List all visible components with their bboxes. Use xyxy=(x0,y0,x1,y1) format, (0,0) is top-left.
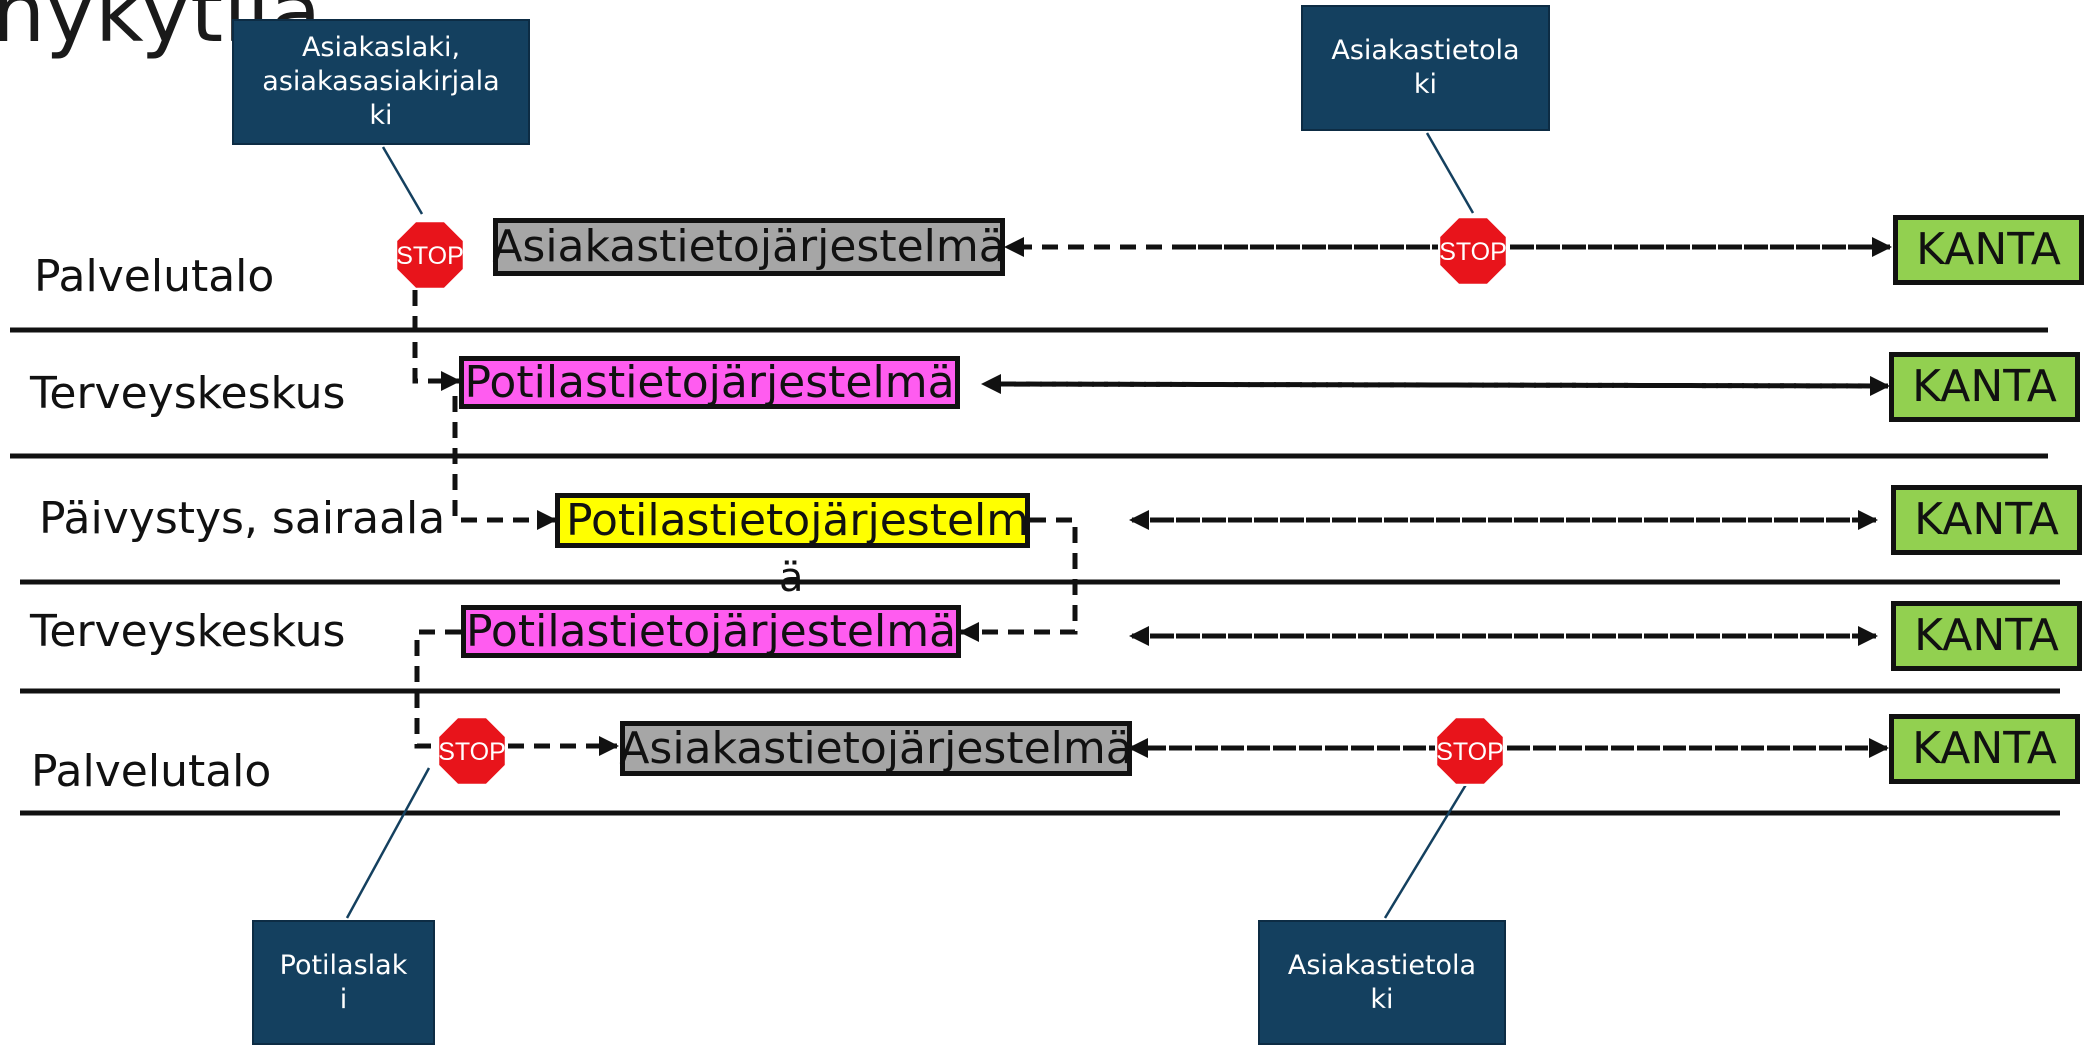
asiakastietojarjestelma-box: Asiakastietojärjestelmä xyxy=(619,721,1133,776)
lane-label-palvelutalo: Palvelutalo xyxy=(34,251,275,302)
callout-line xyxy=(1383,777,1472,919)
svg-text:STOP: STOP xyxy=(438,738,506,766)
law-note-asiakastietolaki: Asiakastietola ki xyxy=(1301,5,1550,131)
kanta-box: KANTA xyxy=(1891,601,2082,671)
potilastietojarjestelma-box: Potilastietojärjestelm xyxy=(555,493,1030,548)
lane-label-terveyskeskus: Terveyskeskus xyxy=(30,368,346,419)
kanta-box: KANTA xyxy=(1891,485,2082,555)
law-note-asiakaslaki: Asiakaslaki, asiakasasiakirjala ki xyxy=(232,19,530,145)
lane-label-sairaala: Päivystys, sairaala xyxy=(39,493,446,544)
kanta-box: KANTA xyxy=(1889,352,2080,422)
asiakastietojarjestelma-box: Asiakastietojärjestelmä xyxy=(492,218,1006,276)
stop-sign-icon: STOP xyxy=(1435,716,1505,786)
law-note-potilaslaki: Potilaslak i xyxy=(252,920,435,1045)
patient-path-arrow xyxy=(412,290,461,391)
potilastietojarjestelma-box: Potilastietojärjestelmä xyxy=(461,605,961,658)
law-note-asiakastietolaki: Asiakastietola ki xyxy=(1258,920,1506,1045)
patient-path-arrow xyxy=(414,629,461,749)
stop-sign-icon: STOP xyxy=(1438,216,1508,286)
stop-sign-icon: STOP xyxy=(395,220,465,290)
lane-label-palvelutalo: Palvelutalo xyxy=(31,746,272,797)
svg-text:STOP: STOP xyxy=(396,242,464,270)
stop-sign-icon: STOP xyxy=(437,716,507,786)
svg-text:STOP: STOP xyxy=(1439,238,1507,266)
potilastietojarjestelma-box: Potilastietojärjestelmä xyxy=(459,356,960,409)
lane-dividers xyxy=(10,327,2060,816)
svg-text:STOP: STOP xyxy=(1436,738,1504,766)
patient-path-arrow xyxy=(452,396,557,530)
lane-label-terveyskeskus: Terveyskeskus xyxy=(30,606,346,657)
patient-path-arrow xyxy=(959,517,1078,642)
kanta-box: KANTA xyxy=(1889,714,2080,784)
wrapped-text-fragment: ä xyxy=(779,555,804,601)
callout-line xyxy=(345,767,431,919)
flow-arrow xyxy=(999,375,1890,396)
callout-line xyxy=(381,146,424,215)
callout-line xyxy=(1425,132,1475,214)
kanta-box: KANTA xyxy=(1893,215,2084,285)
